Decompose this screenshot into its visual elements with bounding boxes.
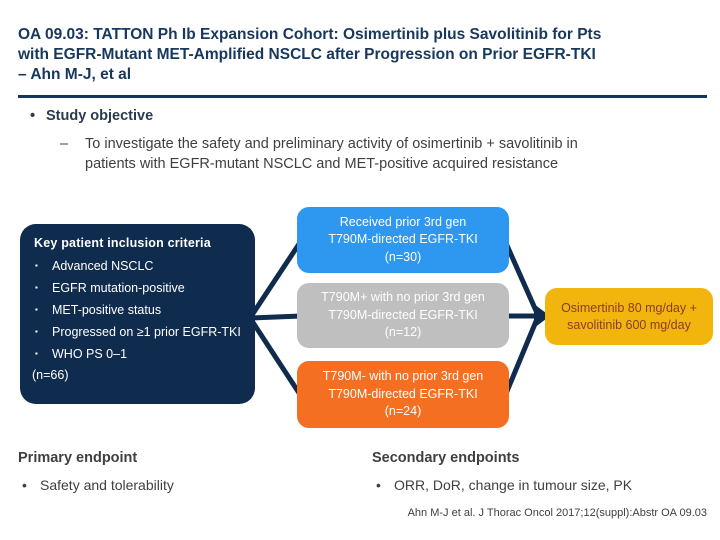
cohort-box-n-label: (n=24)	[384, 404, 422, 419]
cohort-box-line: T790M- with no prior 3rd gen	[322, 369, 484, 384]
cohort-box-t790m-negative: T790M- with no prior 3rd gen T790M-direc…	[297, 361, 509, 428]
bullet-glyph: •	[376, 477, 381, 493]
study-objective-heading: • Study objective	[30, 108, 153, 124]
criteria-item-label: Advanced NSCLC	[52, 259, 154, 273]
cohort-box-line: T790M-directed EGFR-TKI	[328, 232, 478, 247]
treatment-box: Osimertinib 80 mg/day + savolitinib 600 …	[545, 288, 713, 345]
criteria-item: ▪ MET-positive status	[32, 302, 245, 318]
secondary-endpoints-label: ORR, DoR, change in tumour size, PK	[394, 477, 633, 493]
criteria-item: ▪ WHO PS 0–1	[32, 346, 245, 362]
slide-title: OA 09.03: TATTON Ph Ib Expansion Cohort:…	[18, 25, 710, 85]
study-objective-text: – To investigate the safety and prelimin…	[60, 134, 578, 174]
criteria-item-label: EGFR mutation-positive	[52, 281, 185, 295]
secondary-endpoints-heading: Secondary endpoints	[372, 450, 520, 466]
cohort-box-line: T790M+ with no prior 3rd gen	[321, 290, 485, 305]
square-bullet-glyph: ▪	[35, 261, 38, 270]
objective-line-1: To investigate the safety and preliminar…	[85, 136, 578, 152]
bullet-glyph: •	[30, 108, 36, 124]
connector-line-mid-left	[249, 313, 302, 321]
cohort-box-n-label: (n=12)	[384, 325, 422, 340]
treatment-line-1: Osimertinib 80 mg/day +	[561, 300, 697, 315]
criteria-item-label: WHO PS 0–1	[52, 347, 128, 361]
slide-title-line-1: OA 09.03: TATTON Ph Ib Expansion Cohort:…	[18, 26, 602, 43]
cohort-box-t790m-positive: T790M+ with no prior 3rd gen T790M-direc…	[297, 283, 509, 348]
criteria-n-label: (n=66)	[32, 368, 69, 382]
criteria-item: ▪ Advanced NSCLC	[32, 258, 245, 274]
dash-glyph: –	[60, 136, 69, 152]
bullet-glyph: •	[22, 477, 27, 493]
connector-line-top-left	[247, 239, 304, 320]
secondary-endpoints-item: • ORR, DoR, change in tumour size, PK	[376, 477, 632, 493]
slide-title-line-3: – Ahn M-J, et al	[18, 66, 132, 83]
arrowhead-icon	[534, 304, 550, 328]
criteria-item: ▪ Progressed on ≥1 prior EGFR-TKI	[32, 324, 245, 340]
square-bullet-glyph: ▪	[35, 327, 38, 336]
treatment-line-2: savolitinib 600 mg/day	[567, 317, 691, 332]
connector-line-bottom-left	[247, 316, 304, 398]
cohort-box-line: T790M-directed EGFR-TKI	[328, 307, 478, 322]
cohort-box-n-label: (n=30)	[384, 249, 422, 264]
slide-title-line-2: with EGFR-Mutant MET-Amplified NSCLC aft…	[18, 46, 596, 63]
primary-endpoint-heading: Primary endpoint	[18, 450, 138, 466]
criteria-item: ▪ EGFR mutation-positive	[32, 280, 245, 296]
title-divider-rule	[18, 95, 707, 98]
inclusion-criteria-box: Key patient inclusion criteria ▪ Advance…	[20, 224, 255, 404]
citation-text: Ahn M-J et al. J Thorac Oncol 2017;12(su…	[407, 507, 707, 519]
square-bullet-glyph: ▪	[35, 349, 38, 358]
criteria-item-label: Progressed on ≥1 prior EGFR-TKI	[52, 325, 241, 339]
cohort-box-line: Received prior 3rd gen	[339, 214, 467, 229]
inclusion-criteria-heading: Key patient inclusion criteria	[34, 236, 211, 250]
square-bullet-glyph: ▪	[35, 283, 38, 292]
square-bullet-glyph: ▪	[35, 305, 38, 314]
study-objective-lines: To investigate the safety and preliminar…	[85, 134, 578, 174]
primary-endpoint-label: Safety and tolerability	[40, 477, 174, 493]
study-objective-label: Study objective	[46, 108, 154, 124]
primary-endpoint-item: • Safety and tolerability	[22, 477, 174, 493]
connector-line-bottom-right	[502, 318, 540, 397]
criteria-item-label: MET-positive status	[52, 303, 162, 317]
objective-line-2: patients with EGFR-mutant NSCLC and MET-…	[85, 156, 559, 172]
cohort-box-line: T790M-directed EGFR-TKI	[328, 386, 478, 401]
connector-line-top-right	[502, 239, 540, 315]
cohort-box-prior-3rd-gen: Received prior 3rd gen T790M-directed EG…	[297, 207, 509, 273]
